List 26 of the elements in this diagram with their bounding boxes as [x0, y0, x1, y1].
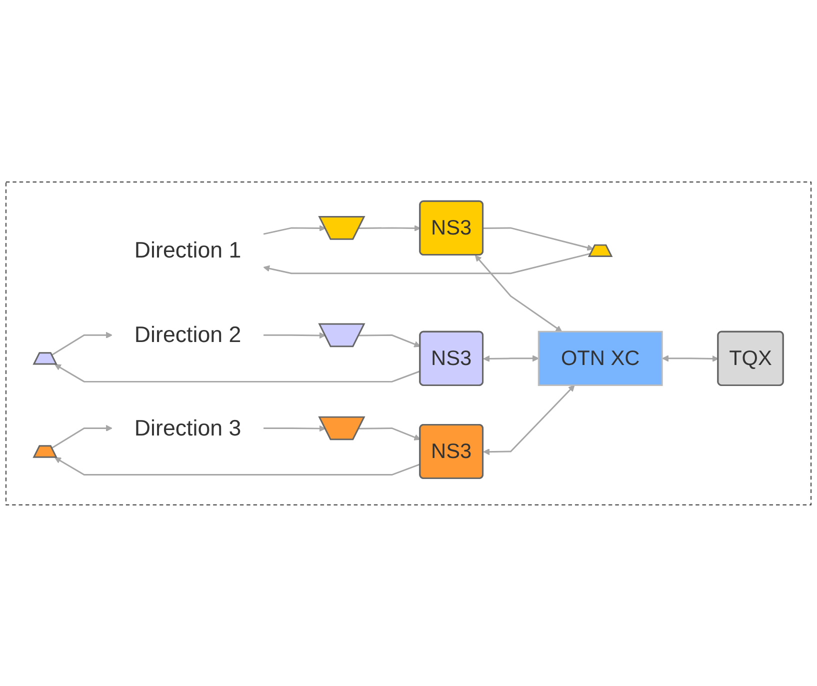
node-trapezoid — [318, 416, 366, 440]
node-text: Direction 2 — [134, 322, 242, 347]
arrow — [483, 226, 594, 250]
node-trapezoid — [32, 444, 58, 458]
arrow — [54, 364, 421, 382]
arrow — [662, 354, 719, 362]
arrow — [264, 424, 326, 432]
arrow — [52, 424, 112, 448]
arrow — [358, 334, 421, 347]
arrow — [483, 354, 539, 362]
node-box — [538, 330, 663, 386]
node-text: Direction 1 — [134, 238, 242, 262]
node-trapezoid — [318, 322, 366, 347]
arrow — [263, 252, 592, 274]
arrow — [263, 224, 326, 234]
node-trapezoid — [588, 244, 613, 257]
arrow — [54, 456, 421, 476]
node-trapezoid — [318, 216, 366, 240]
node-trapezoid — [32, 352, 58, 364]
arrow — [474, 254, 562, 332]
arrow — [358, 427, 421, 440]
arrow — [52, 331, 112, 356]
arrow — [358, 224, 421, 232]
arrow — [264, 332, 326, 338]
arrow — [483, 384, 575, 455]
node-text: Direction 3 — [134, 416, 242, 440]
